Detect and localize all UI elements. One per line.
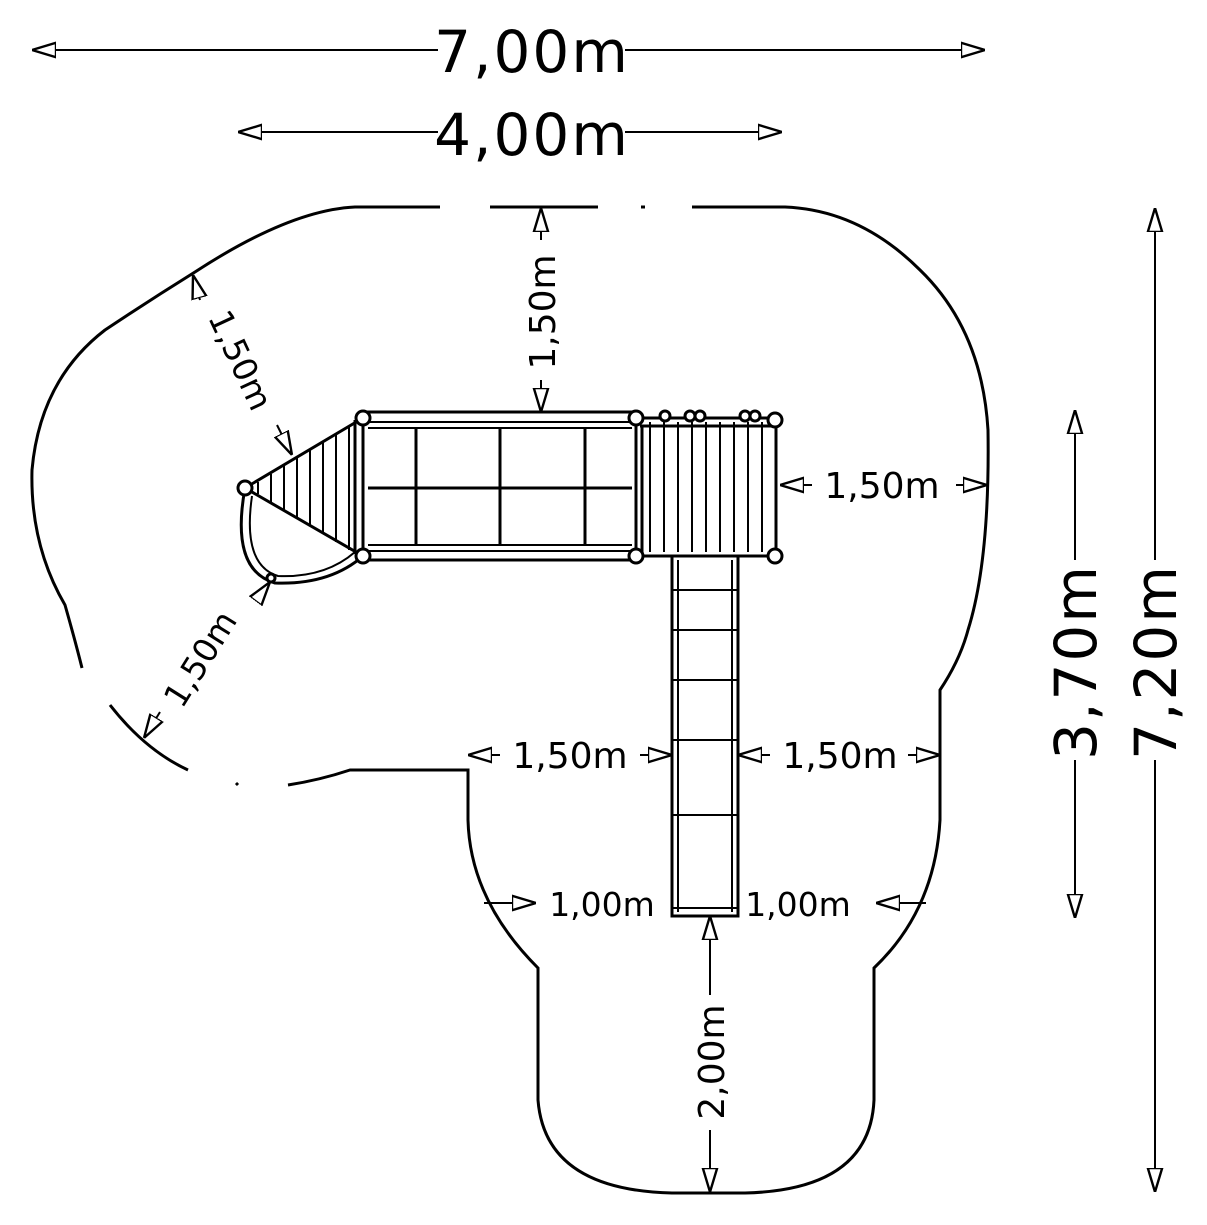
right-clearance-dimension: 1,50m bbox=[780, 466, 987, 507]
lower-left-clearance-label: 1,50m bbox=[156, 604, 245, 714]
overall-depth-dimension: 7,20m bbox=[1122, 208, 1190, 1192]
safety-zone-outline bbox=[30, 205, 990, 1195]
slide-exit-clearance-dimension: 1,00m 1,00m bbox=[484, 885, 926, 924]
left-diagonal-clearance-label: 1,50m bbox=[200, 304, 280, 416]
bridge bbox=[361, 410, 638, 562]
play-structure bbox=[236, 409, 784, 918]
slide-exit-left-label: 1,00m bbox=[549, 885, 655, 924]
slide-right-clearance-label: 1,50m bbox=[782, 736, 897, 777]
slide-right-clearance-dimension: 1,50m bbox=[738, 736, 940, 777]
equipment-depth-dimension: 3,70m bbox=[1042, 410, 1110, 918]
overall-width-dimension: 7,00m bbox=[32, 18, 985, 86]
top-clearance-label: 1,50m bbox=[523, 254, 564, 369]
posts bbox=[236, 409, 784, 584]
overall-width-label: 7,00m bbox=[434, 18, 630, 86]
equipment-depth-label: 3,70m bbox=[1042, 564, 1110, 760]
slide bbox=[670, 554, 740, 918]
slide-exit-right-label: 1,00m bbox=[745, 885, 851, 924]
lower-left-clearance-dimension: 1,50m bbox=[144, 582, 270, 738]
equipment-width-label: 4,00m bbox=[434, 101, 630, 169]
left-diagonal-clearance-dimension: 1,50m bbox=[193, 275, 292, 455]
square-tower bbox=[634, 409, 778, 558]
right-clearance-label: 1,50m bbox=[824, 466, 939, 507]
slide-left-clearance-label: 1,50m bbox=[512, 736, 627, 777]
triangle-tower bbox=[242, 415, 365, 559]
equipment-width-dimension: 4,00m bbox=[238, 101, 782, 169]
top-clearance-dimension: 1,50m bbox=[523, 208, 564, 412]
slide-left-clearance-dimension: 1,50m bbox=[468, 736, 672, 777]
curved-platform bbox=[239, 487, 364, 585]
slide-runout-dimension: 2,00m bbox=[692, 916, 733, 1192]
slide-runout-label: 2,00m bbox=[692, 1004, 733, 1119]
overall-depth-label: 7,20m bbox=[1122, 564, 1190, 760]
